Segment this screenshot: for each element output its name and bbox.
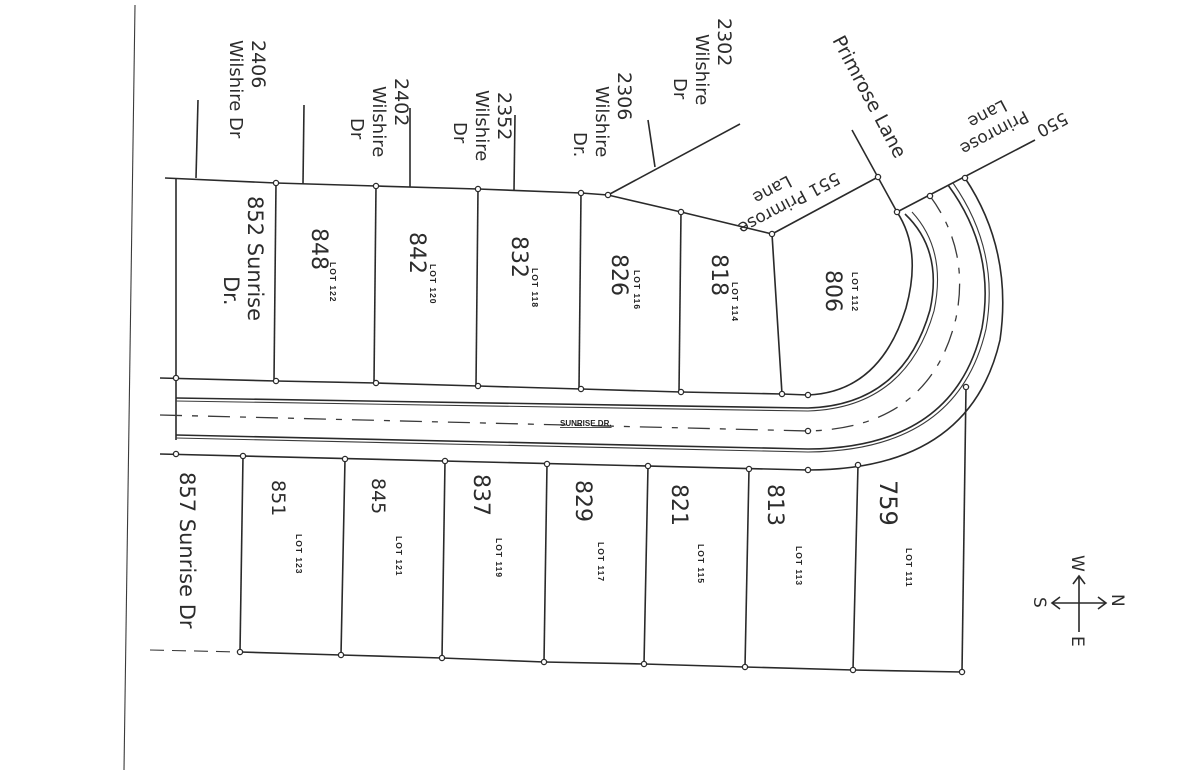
svg-text:Dr.: Dr. bbox=[569, 132, 590, 157]
svg-text:832: 832 bbox=[506, 236, 531, 278]
svg-text:806: 806 bbox=[820, 270, 845, 312]
svg-text:837: 837 bbox=[468, 474, 493, 516]
svg-text:2306: 2306 bbox=[613, 72, 635, 120]
svg-text:2402: 2402 bbox=[390, 78, 412, 126]
svg-text:Wilshire Dr: Wilshire Dr bbox=[225, 40, 246, 139]
svg-text:2302: 2302 bbox=[713, 18, 735, 66]
svg-text:LOT 122: LOT 122 bbox=[328, 262, 338, 303]
primrose-lane-label: Primrose Lane bbox=[828, 32, 911, 162]
compass-south-label: S bbox=[1029, 597, 1049, 608]
svg-text:813: 813 bbox=[762, 484, 787, 526]
lot-115: 821 LOT 115 bbox=[666, 484, 706, 584]
svg-text:851: 851 bbox=[267, 480, 289, 516]
wilshire-address-2352: 2352 Wilshire Dr bbox=[449, 90, 515, 161]
svg-text:550: 550 bbox=[1033, 108, 1071, 141]
compass-east-label: E bbox=[1067, 636, 1087, 647]
svg-text:LOT 118: LOT 118 bbox=[530, 268, 540, 308]
wilshire-address-2306: 2306 Wilshire Dr. bbox=[569, 72, 635, 157]
wilshire-address-2402: 2402 Wilshire Dr bbox=[346, 78, 412, 157]
svg-text:826: 826 bbox=[606, 254, 631, 296]
svg-text:LOT 112: LOT 112 bbox=[850, 272, 860, 312]
svg-text:Wilshire: Wilshire bbox=[368, 86, 389, 157]
svg-text:848: 848 bbox=[306, 228, 331, 270]
lot-118: 832 LOT 118 bbox=[506, 236, 540, 308]
lot-117: 829 LOT 117 bbox=[570, 480, 606, 582]
lower-lots-block bbox=[149, 386, 967, 673]
svg-text:842: 842 bbox=[404, 232, 429, 274]
lot-123: 851 LOT 123 bbox=[267, 480, 304, 575]
address-852-sunrise: 852 Sunrise Dr. bbox=[219, 196, 267, 321]
arrow-up-icon bbox=[1072, 574, 1086, 585]
svg-text:LOT 117: LOT 117 bbox=[596, 542, 606, 582]
svg-text:818: 818 bbox=[706, 254, 731, 296]
svg-text:852 Sunrise: 852 Sunrise bbox=[243, 196, 267, 321]
address-550-primrose: 550 Primrose Lane bbox=[956, 95, 1071, 159]
address-857-sunrise: 857 Sunrise Dr bbox=[175, 472, 199, 629]
lot-119: 837 LOT 119 bbox=[468, 474, 504, 578]
svg-text:LOT 113: LOT 113 bbox=[794, 546, 804, 586]
svg-text:Dr: Dr bbox=[346, 118, 367, 140]
survey-pins bbox=[172, 173, 970, 676]
svg-text:Wilshire: Wilshire bbox=[691, 34, 712, 105]
svg-text:LOT 120: LOT 120 bbox=[428, 264, 438, 305]
lot-121: 845 LOT 121 bbox=[367, 478, 404, 577]
compass-west-label: W bbox=[1067, 555, 1087, 572]
address-551-primrose: 551 Primrose Lane bbox=[734, 168, 843, 238]
svg-text:LOT 123: LOT 123 bbox=[294, 534, 304, 575]
svg-text:829: 829 bbox=[570, 480, 595, 522]
lot-116: 826 LOT 116 bbox=[606, 254, 642, 310]
lot-120: 842 LOT 120 bbox=[404, 232, 438, 305]
wilshire-address-2406: 2406 Wilshire Dr bbox=[225, 40, 269, 139]
svg-text:LOT 115: LOT 115 bbox=[696, 544, 706, 584]
svg-text:845: 845 bbox=[367, 478, 389, 514]
svg-text:821: 821 bbox=[666, 484, 691, 526]
svg-text:Primrose Lane: Primrose Lane bbox=[828, 32, 911, 162]
compass-north-label: N bbox=[1107, 594, 1127, 607]
svg-text:LOT 121: LOT 121 bbox=[394, 536, 404, 577]
sunrise-drive-road bbox=[159, 177, 1004, 471]
lot-111: 759 LOT 111 bbox=[874, 480, 914, 588]
lot-114: 818 LOT 114 bbox=[706, 254, 740, 322]
wilshire-address-2302: 2302 Wilshire Dr bbox=[669, 18, 735, 105]
svg-text:2352: 2352 bbox=[493, 92, 515, 140]
svg-text:857 Sunrise Dr: 857 Sunrise Dr bbox=[175, 472, 199, 629]
arrow-left-icon bbox=[1050, 596, 1061, 610]
svg-text:Dr: Dr bbox=[449, 122, 470, 144]
svg-text:Dr: Dr bbox=[669, 78, 690, 100]
lot-113: 813 LOT 113 bbox=[762, 484, 804, 586]
svg-text:Dr.: Dr. bbox=[219, 276, 243, 306]
svg-text:LOT 116: LOT 116 bbox=[632, 270, 642, 310]
lot-122: 848 LOT 122 bbox=[306, 228, 338, 303]
street-label-sunrise: SUNRISE DR. bbox=[560, 419, 612, 428]
svg-text:Wilshire: Wilshire bbox=[591, 86, 612, 157]
compass-rose: W N S E bbox=[1029, 555, 1127, 647]
svg-text:LOT 114: LOT 114 bbox=[730, 282, 740, 322]
svg-text:759: 759 bbox=[874, 480, 902, 526]
lot-112: 806 LOT 112 bbox=[820, 270, 860, 312]
svg-text:Wilshire: Wilshire bbox=[471, 90, 492, 161]
arrow-right-icon bbox=[1097, 596, 1108, 610]
svg-text:LOT 111: LOT 111 bbox=[904, 548, 914, 588]
svg-text:2406: 2406 bbox=[247, 40, 269, 88]
svg-text:LOT 119: LOT 119 bbox=[494, 538, 504, 578]
upper-lots-block bbox=[159, 99, 1036, 440]
page-margin-line bbox=[123, 4, 136, 771]
